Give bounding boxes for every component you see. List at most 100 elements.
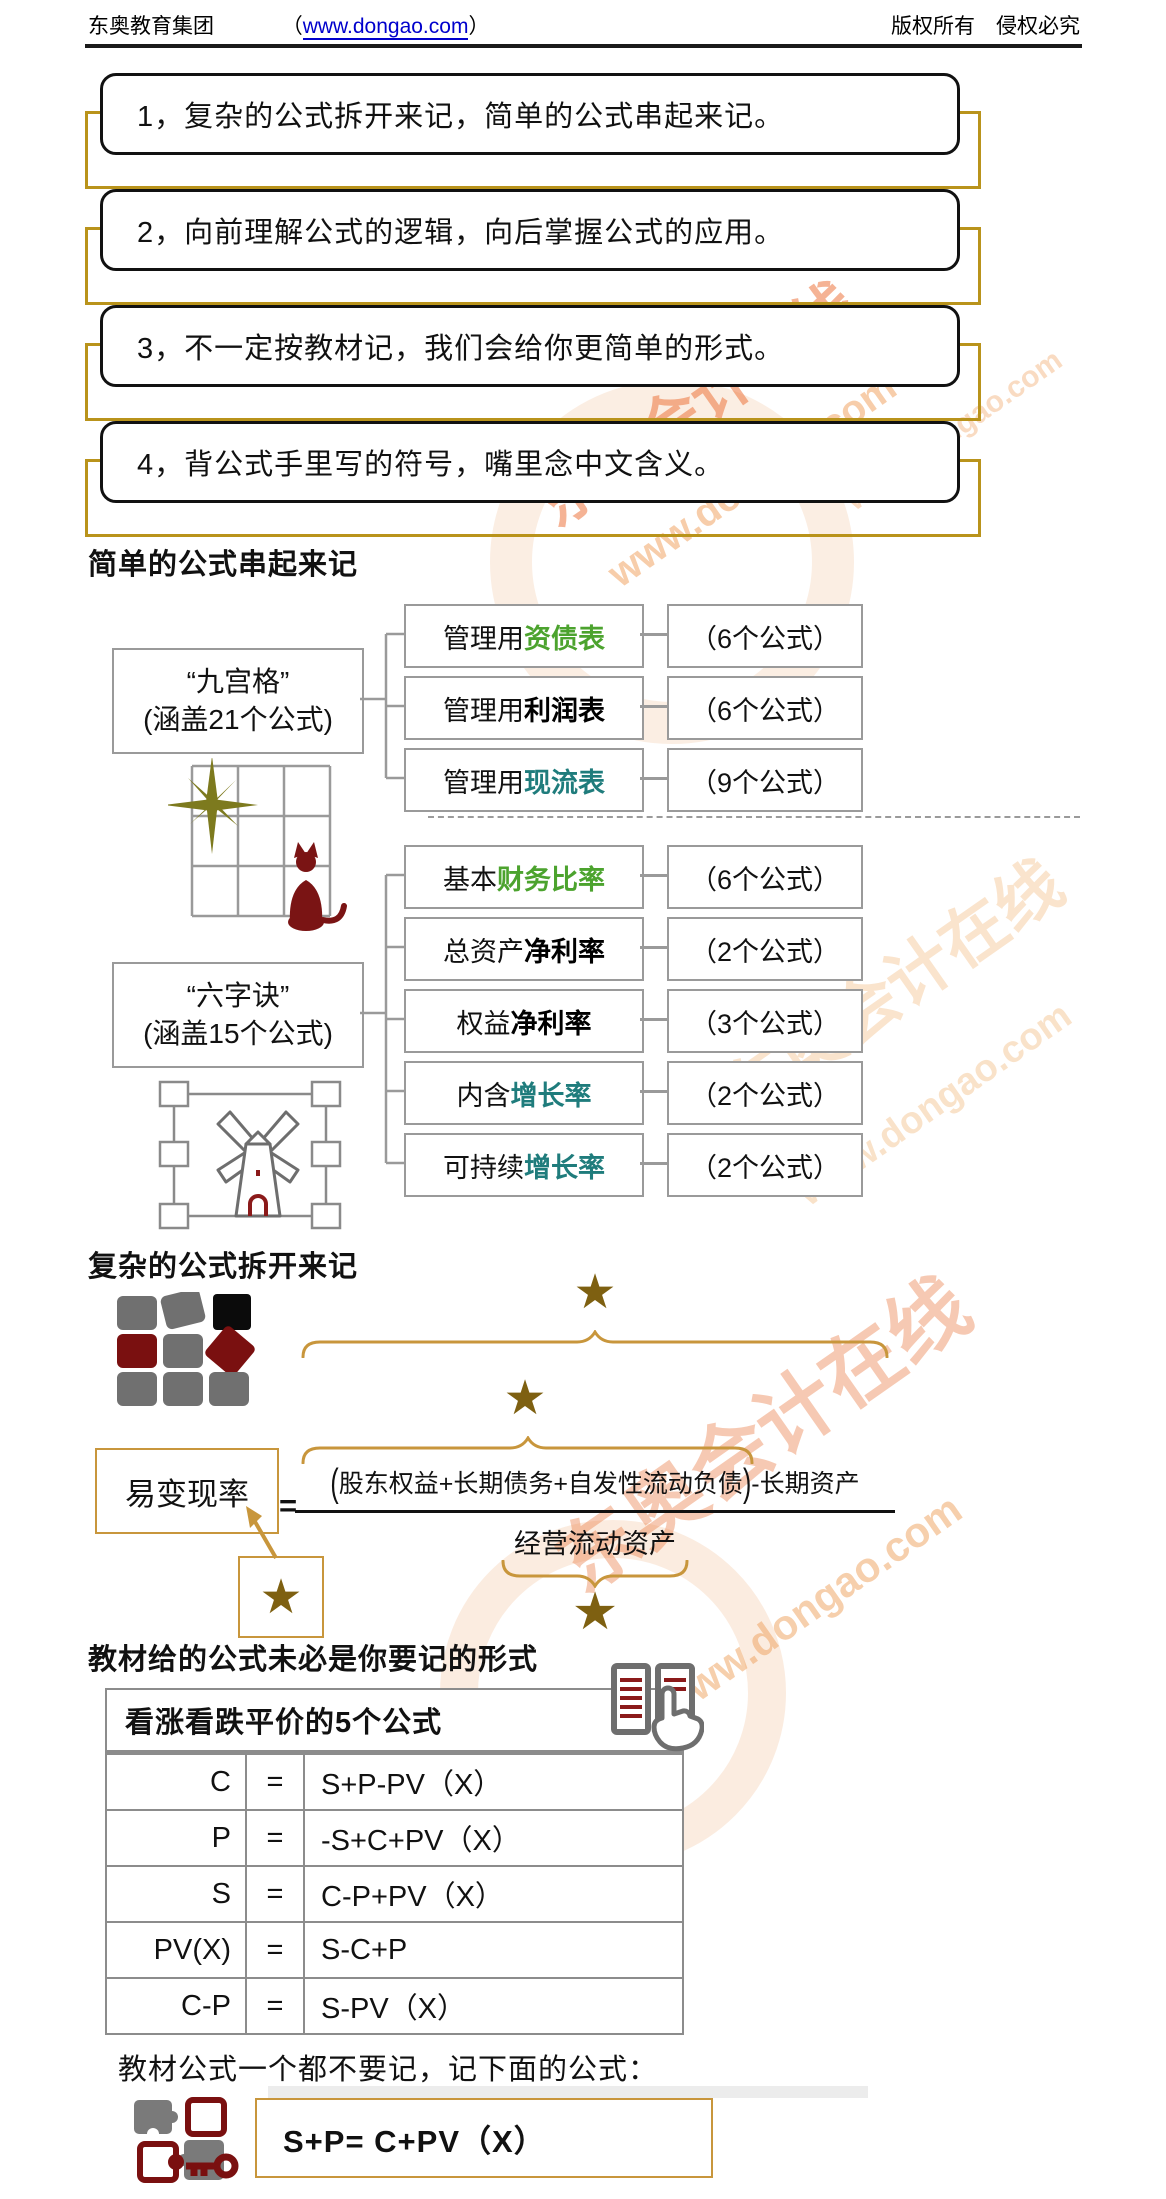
star-icon: ★ bbox=[259, 1569, 303, 1625]
final-formula-shadow bbox=[268, 2086, 868, 2098]
numerator-group: 股东权益+长期债务+自发性流动负债 bbox=[338, 1470, 743, 1498]
category-highlight: 资债表 bbox=[524, 623, 605, 654]
cell-rhs: S+P-PV（X） bbox=[321, 1769, 503, 1801]
table-row: PV(X) = S-C+P bbox=[107, 1923, 682, 1979]
table-row: P = -S+C+PV（X） bbox=[107, 1811, 682, 1867]
category-box: 基本财务比率 bbox=[404, 845, 644, 909]
cell-eq: = bbox=[245, 1811, 305, 1865]
copyright-text: 版权所有 侵权必究 bbox=[891, 15, 1080, 38]
group-divider-dashed bbox=[428, 816, 1080, 818]
category-highlight: 增长率 bbox=[510, 1080, 592, 1111]
star-icon: ★ bbox=[573, 1264, 617, 1320]
row-link bbox=[640, 705, 667, 708]
category-box: 管理用资债表 bbox=[404, 604, 644, 668]
category-box: 管理用利润表 bbox=[404, 676, 644, 740]
group2-connector bbox=[360, 873, 406, 1165]
table-header-label: 看涨看跌平价的5个公式 bbox=[125, 1707, 443, 1739]
fraction-numerator: (股东权益+长期债务+自发性流动负债)-长期资产 bbox=[295, 1462, 895, 1505]
windmill-icon bbox=[158, 1080, 342, 1230]
final-formula-text: S+P= C+PV（X） bbox=[283, 2123, 546, 2159]
count-box: （9个公式） bbox=[667, 748, 863, 812]
star-icon: ★ bbox=[503, 1370, 547, 1426]
cat-icon bbox=[288, 842, 347, 931]
table-header: 看涨看跌平价的5个公式 bbox=[107, 1690, 682, 1755]
underbrace-denominator bbox=[501, 1560, 689, 1588]
brand-name: 东奥教育集团 bbox=[88, 15, 214, 38]
count-label: （2个公式） bbox=[689, 1152, 841, 1183]
count-label: （3个公式） bbox=[689, 1008, 841, 1039]
site-url-link[interactable]: www.dongao.com bbox=[302, 15, 469, 40]
category-highlight: 增长率 bbox=[524, 1152, 605, 1183]
category-highlight: 财务比率 bbox=[497, 864, 605, 895]
section3-title: 教材给的公式未必是你要记的形式 bbox=[88, 1644, 539, 1676]
fraction-bar bbox=[295, 1510, 895, 1513]
formula-lhs-label: 易变现率 bbox=[125, 1476, 249, 1512]
numerator-rest: -长期资产 bbox=[751, 1470, 860, 1498]
category-prefix: 管理用 bbox=[443, 623, 524, 654]
note-text: 教材公式一个都不要记，记下面的公式： bbox=[118, 2054, 659, 2086]
count-box: （2个公式） bbox=[667, 1061, 863, 1125]
cell-rhs: S-C+P bbox=[321, 1933, 408, 1966]
category-prefix: 基本 bbox=[443, 864, 497, 895]
table-row: C = S+P-PV（X） bbox=[107, 1755, 682, 1811]
row-link bbox=[640, 777, 667, 780]
cell-eq: = bbox=[245, 1867, 305, 1921]
tip-box-3: 3，不一定按教材记，我们会给你更简单的形式。 bbox=[100, 305, 960, 387]
category-highlight: 现流表 bbox=[524, 767, 605, 798]
star-icon: ★ bbox=[571, 1582, 619, 1642]
count-label: （2个公式） bbox=[689, 1080, 841, 1111]
count-label: （6个公式） bbox=[689, 623, 841, 654]
fraction-denominator: 经营流动资产 bbox=[514, 1529, 676, 1559]
formula-lhs-box: 易变现率 bbox=[95, 1448, 279, 1534]
cell-lhs: C-P bbox=[181, 1989, 231, 2022]
overbrace-group bbox=[301, 1436, 754, 1464]
category-box: 总资产净利率 bbox=[404, 917, 644, 981]
group2-parent-box: “六字诀” (涵盖15个公式) bbox=[112, 962, 364, 1068]
cell-eq: = bbox=[245, 1979, 305, 2033]
cell-rhs: C-P+PV（X） bbox=[321, 1881, 504, 1913]
paren-open: （ bbox=[281, 15, 303, 38]
cell-lhs: C bbox=[210, 1765, 231, 1798]
puzzle-key-icon bbox=[134, 2097, 239, 2183]
group1-label-line1: “九宫格” bbox=[186, 666, 290, 698]
section1-title: 简单的公式串起来记 bbox=[88, 549, 359, 581]
paren-close: ） bbox=[468, 15, 490, 38]
numerator-close-paren: ) bbox=[742, 1462, 752, 1506]
category-prefix: 权益 bbox=[456, 1008, 511, 1039]
category-box: 内含增长率 bbox=[404, 1061, 644, 1125]
category-prefix: 管理用 bbox=[443, 695, 524, 726]
category-highlight: 净利率 bbox=[524, 936, 605, 967]
row-link bbox=[640, 1018, 667, 1021]
row-link bbox=[640, 633, 667, 636]
category-highlight: 利润表 bbox=[524, 695, 605, 726]
final-formula-box: S+P= C+PV（X） bbox=[255, 2098, 713, 2178]
formula-table: 看涨看跌平价的5个公式 C = S+P-PV（X） P = -S+C+PV（X）… bbox=[105, 1688, 684, 2035]
row-link bbox=[640, 946, 667, 949]
tip-box-4: 4，背公式手里写的符号，嘴里念中文含义。 bbox=[100, 421, 960, 503]
count-label: （6个公式） bbox=[689, 695, 841, 726]
header: 东奥教育集团 （www.dongao.com） bbox=[88, 10, 489, 40]
pointer-arrow-icon bbox=[246, 1506, 278, 1560]
count-box: （6个公式） bbox=[667, 676, 863, 740]
key-point-star-box: ★ bbox=[238, 1556, 324, 1638]
category-prefix: 总资产 bbox=[443, 936, 524, 967]
table-row: C-P = S-PV（X） bbox=[107, 1979, 682, 2033]
group1-label-line2: (涵盖21个公式) bbox=[143, 704, 333, 735]
tip-box-1: 1，复杂的公式拆开来记，简单的公式串起来记。 bbox=[100, 73, 960, 155]
category-prefix: 内含 bbox=[456, 1080, 511, 1111]
count-box: （2个公式） bbox=[667, 1133, 863, 1197]
cell-lhs: S bbox=[211, 1877, 231, 1910]
cell-lhs: PV(X) bbox=[153, 1933, 231, 1966]
grid-star-cat-icon bbox=[168, 758, 347, 931]
group1-parent-box: “九宫格” (涵盖21个公式) bbox=[112, 648, 364, 754]
cell-rhs: S-PV（X） bbox=[321, 1993, 467, 2025]
count-box: （2个公式） bbox=[667, 917, 863, 981]
category-box: 权益净利率 bbox=[404, 989, 644, 1053]
count-label: （6个公式） bbox=[689, 864, 841, 895]
table-row: S = C-P+PV（X） bbox=[107, 1867, 682, 1923]
group1-connector bbox=[360, 632, 406, 780]
tip-text-4: 4，背公式手里写的符号，嘴里念中文含义。 bbox=[137, 449, 725, 481]
cell-eq: = bbox=[245, 1923, 305, 1977]
category-highlight: 净利率 bbox=[510, 1008, 592, 1039]
